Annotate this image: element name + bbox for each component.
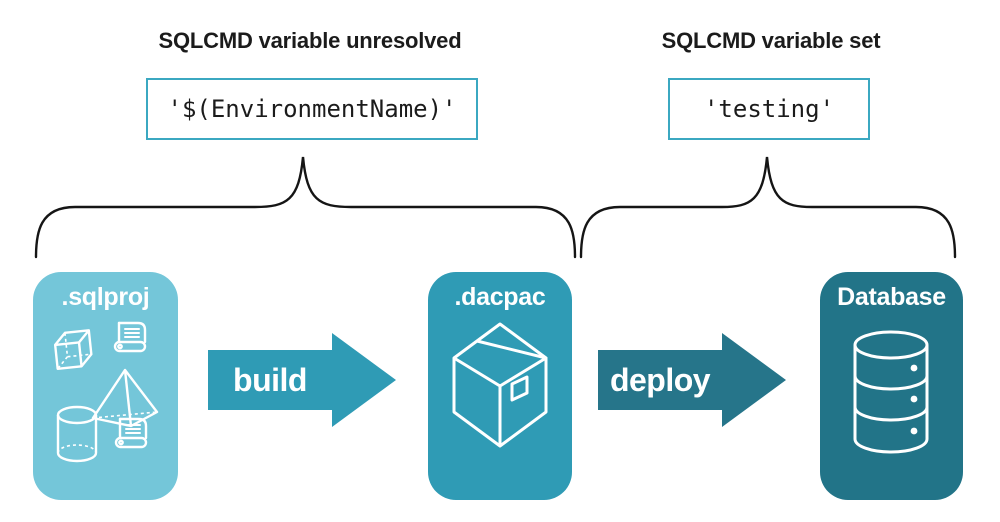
node-dacpac-label: .dacpac bbox=[454, 283, 546, 311]
deploy-arrow bbox=[598, 333, 786, 427]
build-arrow bbox=[208, 333, 396, 427]
deploy-arrow-label: deploy bbox=[609, 361, 711, 398]
pyramid-icon bbox=[91, 368, 159, 428]
database-icon bbox=[853, 330, 929, 454]
node-sqlproj-label: .sqlproj bbox=[61, 283, 150, 311]
node-sqlproj: .sqlproj bbox=[33, 272, 178, 500]
code-box-set: 'testing' bbox=[668, 78, 870, 140]
heading-sqlcmd-set: SQLCMD variable set bbox=[661, 28, 881, 53]
code-text-set: 'testing' bbox=[703, 95, 835, 123]
node-database: Database bbox=[820, 272, 963, 500]
right-brace bbox=[579, 156, 957, 259]
scroll-icon bbox=[113, 321, 147, 353]
build-arrow-shape bbox=[208, 333, 396, 427]
package-icon bbox=[452, 322, 548, 448]
code-box-unresolved: '$(EnvironmentName)' bbox=[146, 78, 478, 140]
heading-sqlcmd-unresolved: SQLCMD variable unresolved bbox=[158, 28, 462, 53]
code-text-unresolved: '$(EnvironmentName)' bbox=[167, 95, 457, 123]
deploy-arrow-shape bbox=[598, 333, 786, 427]
build-arrow-label: build bbox=[233, 361, 307, 398]
node-database-label: Database bbox=[837, 283, 946, 311]
cube-icon bbox=[53, 329, 93, 370]
node-dacpac: .dacpac bbox=[428, 272, 572, 500]
cylinder-icon bbox=[56, 405, 98, 463]
sql-project-objects-icon bbox=[53, 321, 159, 463]
left-brace bbox=[34, 156, 577, 259]
